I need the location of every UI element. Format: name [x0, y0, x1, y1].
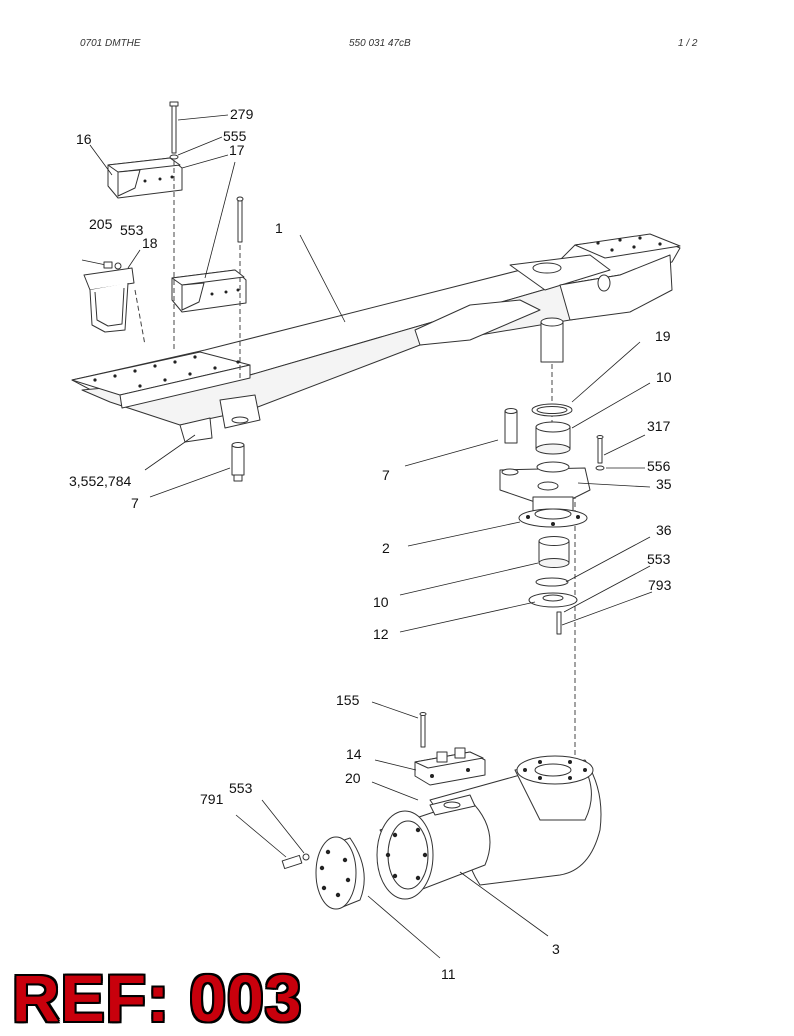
- reference-stamp: REF: 003: [12, 961, 303, 1035]
- header-part-number: 550 031 47cB: [349, 38, 411, 49]
- callout-11: 11: [441, 966, 456, 982]
- callout-555: 555: [223, 128, 247, 144]
- callout-155: 155: [336, 692, 360, 708]
- main-arm: [71, 233, 681, 443]
- callout-7-left: 7: [131, 495, 139, 511]
- callout-labels: 279 16 555 17 205 553 18 1 19 10 317 7 5…: [69, 106, 672, 982]
- cylinder-housing: [376, 755, 602, 900]
- callout-317: 317: [647, 418, 671, 434]
- clamp-block-lower: [171, 269, 247, 313]
- bolt-791: [281, 853, 310, 870]
- callout-791: 791: [200, 791, 224, 807]
- valve-block-14: [414, 712, 486, 786]
- callout-14: 14: [346, 746, 362, 762]
- callout-19: 19: [655, 328, 671, 344]
- callout-553-middle: 553: [647, 551, 671, 567]
- header-page-number: 1 / 2: [678, 38, 698, 49]
- callout-1: 1: [275, 220, 283, 236]
- header-document-code: 0701 DMTHE: [80, 38, 141, 49]
- callout-279: 279: [230, 106, 254, 122]
- callout-12: 12: [373, 626, 389, 642]
- callout-36: 36: [656, 522, 672, 538]
- callout-556: 556: [647, 458, 671, 474]
- callout-18: 18: [142, 235, 158, 251]
- callout-17: 17: [229, 142, 245, 158]
- bracket-18: [83, 267, 135, 333]
- callout-35: 35: [656, 476, 672, 492]
- callout-10-lower: 10: [373, 594, 389, 610]
- callout-3: 3: [552, 941, 560, 957]
- end-cap-11: [315, 836, 365, 910]
- leader-lines: [89, 114, 653, 959]
- callout-553-lower: 553: [229, 780, 253, 796]
- callout-7-right: 7: [382, 467, 390, 483]
- callout-3-552-784: 3,552,784: [69, 473, 131, 489]
- grease-nipple-7-left: [231, 442, 245, 482]
- bolts-upper: [81, 101, 244, 270]
- swivel-stack: [499, 317, 605, 635]
- callout-16: 16: [76, 131, 92, 147]
- callout-2: 2: [382, 540, 390, 556]
- callout-793: 793: [648, 577, 672, 593]
- callout-20: 20: [345, 770, 361, 786]
- callout-553-upper: 553: [120, 222, 144, 238]
- callout-205: 205: [89, 216, 113, 232]
- clamp-block-upper: [107, 157, 183, 199]
- callout-10-upper: 10: [656, 369, 672, 385]
